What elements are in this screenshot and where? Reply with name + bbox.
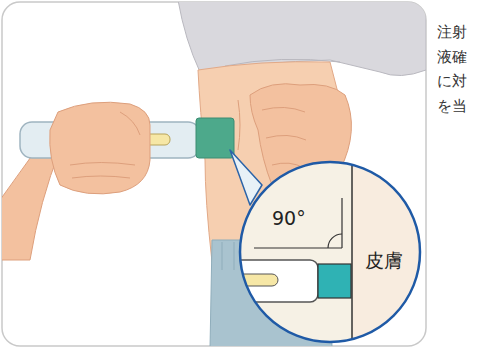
skin-fold bbox=[238, 100, 240, 150]
pen-tip-zoom bbox=[318, 264, 351, 298]
holding-hand bbox=[50, 102, 150, 194]
angle-line bbox=[254, 247, 342, 248]
angle-arc bbox=[328, 234, 342, 248]
description-text: 注射 液確 に対 を当 bbox=[437, 20, 470, 118]
pen-tip bbox=[196, 118, 234, 158]
air-area bbox=[238, 160, 352, 344]
finger-lines bbox=[262, 107, 306, 168]
knuckle-lines bbox=[70, 112, 140, 178]
angle-line bbox=[341, 198, 342, 248]
skin-surface bbox=[351, 160, 353, 344]
callout-pointer bbox=[230, 150, 262, 205]
skin-area bbox=[352, 160, 422, 344]
skin-label: 皮膚 bbox=[365, 250, 403, 272]
magnifier-circle: 90° 皮膚 bbox=[238, 160, 422, 344]
angle-label: 90° bbox=[272, 208, 306, 230]
magnifier-outline bbox=[240, 162, 420, 342]
